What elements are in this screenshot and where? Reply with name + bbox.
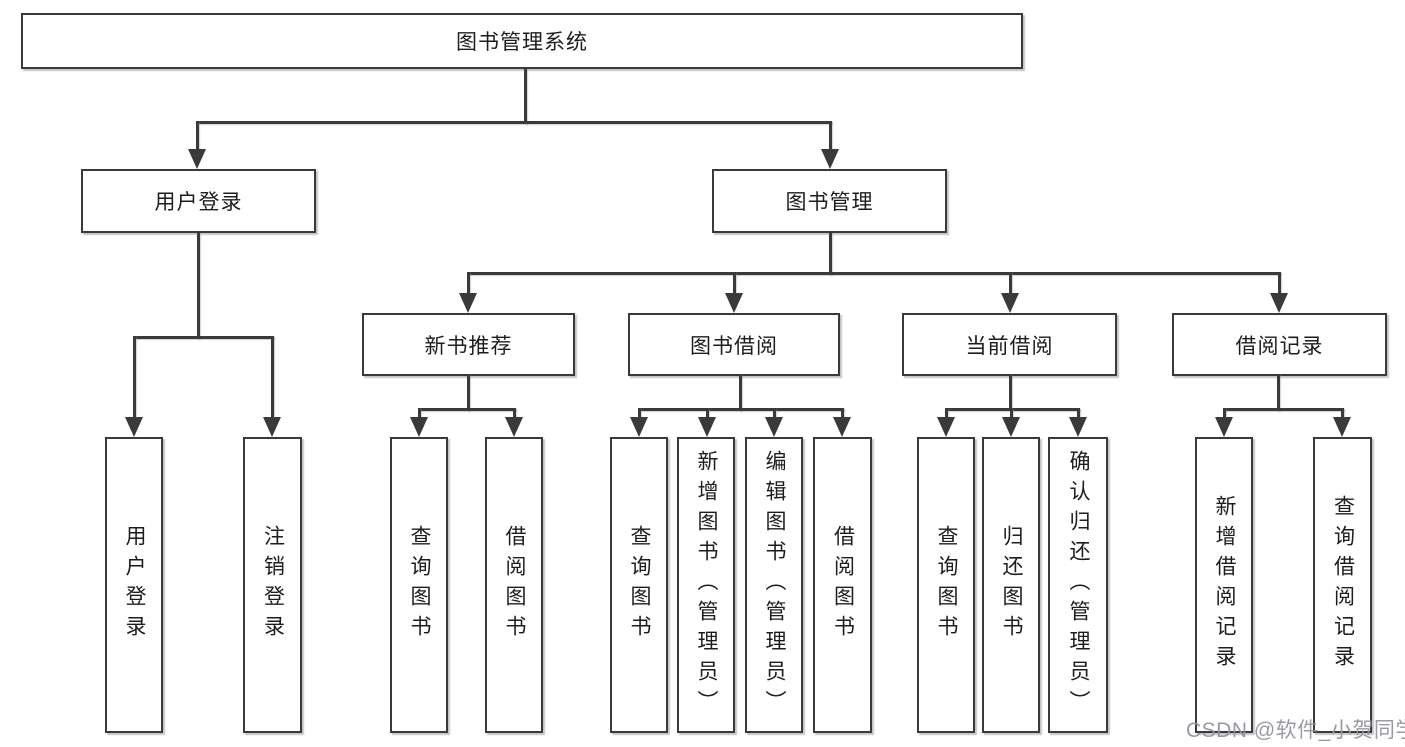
leaf-edit-book-admin: 编辑图书（管理员） <box>745 437 803 733</box>
leaf-borrow-book-recommend-label: 借阅图书 <box>503 525 527 645</box>
arrowhead-user-login-icon <box>188 149 206 169</box>
arrowhead-book-management-icon <box>821 149 839 169</box>
node-current-borrow: 当前借阅 <box>902 313 1117 376</box>
arrowhead-leaf-return-book-icon <box>1002 417 1020 437</box>
connector-to-leaf-borrow-book <box>840 408 844 420</box>
leaf-query-book-borrow: 查询图书 <box>610 437 668 733</box>
connector-root-stem <box>523 69 527 124</box>
arrowhead-leaf-confirm-return-icon <box>1069 417 1087 437</box>
csdn-watermark: CSDN @软件_小贺同学 <box>1186 719 1405 742</box>
connector-to-leaf-logout <box>270 336 274 419</box>
arrowhead-leaf-add-borrow-record-icon <box>1215 417 1233 437</box>
connector-new-book-recommend-split <box>417 408 516 411</box>
connector-to-leaf-query-borrow-record <box>1340 408 1344 420</box>
leaf-return-book-label: 归还图书 <box>1000 525 1024 645</box>
node-new-book-recommend-label: 新书推荐 <box>424 334 513 358</box>
node-book-borrow-label: 图书借阅 <box>690 334 778 358</box>
leaf-confirm-return-admin-label: 确认归还（管理员） <box>1067 450 1091 720</box>
connector-to-leaf-add-borrow-record <box>1222 408 1226 420</box>
leaf-add-book-admin-label: 新增图书（管理员） <box>695 450 719 720</box>
leaf-query-book-borrow-label: 查询图书 <box>628 525 652 645</box>
node-user-login-label: 用户登录 <box>154 191 243 214</box>
connector-to-leaf-query-book-recommend <box>417 408 421 420</box>
node-borrow-record: 借阅记录 <box>1172 313 1387 376</box>
arrowhead-leaf-edit-book-admin-icon <box>765 417 783 437</box>
arrowhead-leaf-query-book-recommend-icon <box>410 417 428 437</box>
connector-to-new-book-recommend <box>466 272 470 296</box>
node-root: 图书管理系统 <box>21 13 1023 69</box>
connector-to-leaf-user-login <box>132 336 136 419</box>
leaf-query-book-recommend-label: 查询图书 <box>408 525 432 645</box>
node-root-label: 图书管理系统 <box>456 31 588 54</box>
leaf-query-book-recommend: 查询图书 <box>390 437 448 733</box>
leaf-logout-label: 注销登录 <box>261 525 285 645</box>
arrowhead-new-book-recommend-icon <box>459 293 477 313</box>
connector-to-leaf-query-book-current <box>944 408 948 420</box>
leaf-query-book-current-label: 查询图书 <box>935 525 959 645</box>
leaf-query-borrow-record: 查询借阅记录 <box>1313 437 1372 733</box>
arrowhead-leaf-user-login-icon <box>125 417 143 437</box>
connector-to-leaf-borrow-book-recommend <box>512 408 516 420</box>
arrowhead-leaf-borrow-book-icon <box>833 417 851 437</box>
connector-to-user-login <box>195 121 199 151</box>
connector-to-current-borrow <box>1008 272 1012 296</box>
leaf-borrow-book: 借阅图书 <box>813 437 872 733</box>
arrowhead-leaf-query-borrow-record-icon <box>1333 417 1351 437</box>
connector-to-leaf-confirm-return <box>1076 408 1080 420</box>
connector-book-management-split <box>466 272 1281 275</box>
connector-borrow-record-stem <box>1276 374 1280 411</box>
node-book-management: 图书管理 <box>712 169 947 233</box>
arrowhead-leaf-add-book-admin-icon <box>698 417 716 437</box>
arrowhead-leaf-query-book-borrow-icon <box>630 417 648 437</box>
leaf-query-book-current: 查询图书 <box>917 437 975 733</box>
connector-book-borrow-split <box>637 408 844 411</box>
arrowhead-book-borrow-icon <box>725 293 743 313</box>
arrowhead-leaf-logout-icon <box>263 417 281 437</box>
connector-to-leaf-query-book-borrow <box>637 408 641 420</box>
leaf-confirm-return-admin: 确认归还（管理员） <box>1048 437 1108 733</box>
arrowhead-leaf-borrow-book-recommend-icon <box>505 417 523 437</box>
connector-root-split <box>195 121 832 124</box>
node-borrow-record-label: 借阅记录 <box>1235 334 1324 358</box>
leaf-borrow-book-recommend: 借阅图书 <box>485 437 543 733</box>
leaf-add-book-admin: 新增图书（管理员） <box>677 437 735 733</box>
leaf-borrow-book-label: 借阅图书 <box>831 525 855 645</box>
node-user-login: 用户登录 <box>81 169 316 233</box>
arrowhead-leaf-query-book-current-icon <box>937 417 955 437</box>
connector-to-borrow-record <box>1277 272 1281 296</box>
connector-user-login-stem <box>196 233 200 339</box>
leaf-user-login-label: 用户登录 <box>123 525 147 645</box>
arrowhead-borrow-record-icon <box>1270 293 1288 313</box>
leaf-user-login: 用户登录 <box>105 437 163 733</box>
arrowhead-current-borrow-icon <box>1001 293 1019 313</box>
leaf-add-borrow-record: 新增借阅记录 <box>1195 437 1253 733</box>
connector-to-leaf-return-book <box>1009 408 1013 420</box>
node-new-book-recommend: 新书推荐 <box>362 313 575 376</box>
connector-new-book-recommend-stem <box>466 374 470 411</box>
connector-to-leaf-add-book-admin <box>705 408 709 420</box>
connector-current-borrow-stem <box>1008 374 1012 411</box>
connector-to-leaf-edit-book-admin <box>772 408 776 420</box>
connector-user-login-split <box>132 336 274 339</box>
leaf-add-borrow-record-label: 新增借阅记录 <box>1213 495 1237 675</box>
node-current-borrow-label: 当前借阅 <box>965 334 1054 358</box>
leaf-edit-book-admin-label: 编辑图书（管理员） <box>763 450 787 720</box>
node-book-borrow: 图书借阅 <box>628 313 840 376</box>
connector-to-book-management <box>828 121 832 151</box>
leaf-query-borrow-record-label: 查询借阅记录 <box>1331 495 1355 675</box>
connector-to-book-borrow <box>732 272 736 296</box>
connector-book-management-stem <box>828 233 832 275</box>
leaf-logout: 注销登录 <box>243 437 302 733</box>
connector-book-borrow-stem <box>738 374 742 411</box>
node-book-management-label: 图书管理 <box>785 191 874 214</box>
connector-borrow-record-split <box>1222 408 1344 411</box>
leaf-return-book: 归还图书 <box>982 437 1040 733</box>
